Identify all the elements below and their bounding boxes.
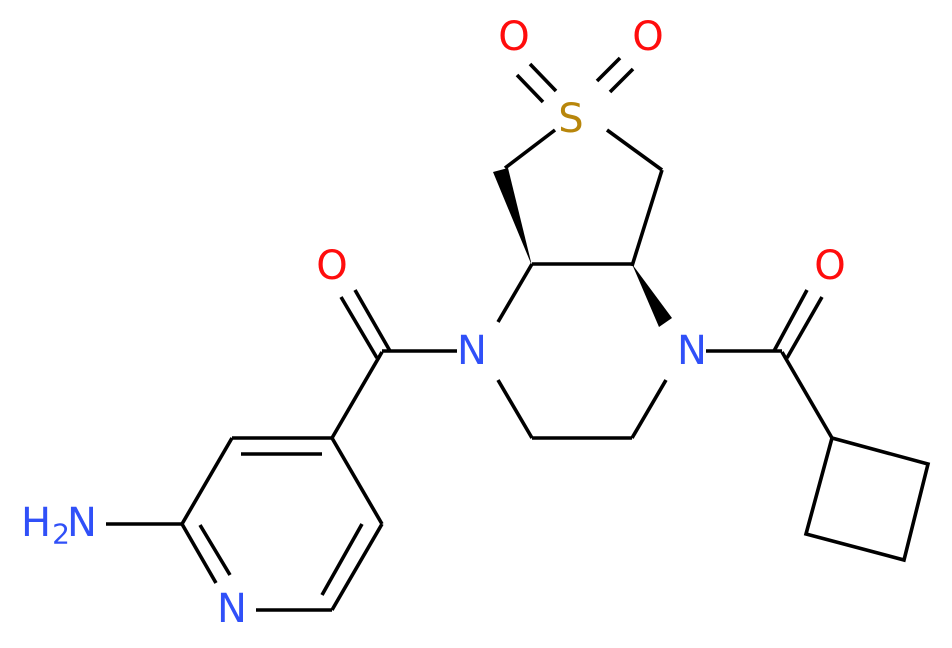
amine-h-label: H <box>21 500 51 546</box>
stereo-wedge-c7a <box>632 264 672 327</box>
bond-py-c5-c4 <box>330 437 384 525</box>
bond-py-c2-n-inner <box>198 524 232 576</box>
sulfonyl-oxygen-right-label: O <box>632 14 663 60</box>
sulfonyl-double-bond-left <box>515 62 558 104</box>
sulfur-atom-label: S <box>558 96 583 142</box>
amine-n-label: N <box>67 500 97 546</box>
bond-carbonyl-cyclobutyl <box>780 351 834 439</box>
bond-py-c6-c5-inner <box>320 523 364 596</box>
sulfonyl-oxygen-left-label: O <box>498 14 529 60</box>
bond-s-ch2-right <box>605 128 664 172</box>
ring-nitrogen-4-label: N <box>677 328 707 374</box>
carbonyl-double-bond-left <box>339 289 392 359</box>
amine-subscript-label: 2 <box>52 518 70 551</box>
bond-ch2-c7a <box>630 169 664 267</box>
amine-group-label: H 2 N <box>21 500 97 551</box>
carbonyl-double-bond-right <box>772 289 824 359</box>
bond-py-c3-c2 <box>180 437 234 525</box>
bond-s-ch2-left <box>503 128 557 170</box>
sulfonyl-double-bond-right <box>595 56 635 94</box>
bond-c4a-n1 <box>496 263 534 323</box>
bond-py-c2-n <box>180 523 218 584</box>
amide-oxygen-right-label: O <box>814 243 845 289</box>
bond-py-c6-c5 <box>330 523 384 611</box>
bond-n1-c2 <box>496 379 534 439</box>
ring-nitrogen-1-label: N <box>457 328 487 374</box>
amide-oxygen-left-label: O <box>316 243 347 289</box>
bond-carbonyl-pyridine <box>330 351 384 439</box>
bond-c3-n4 <box>630 379 668 439</box>
cyclobutane-ring <box>803 435 931 563</box>
pyridine-nitrogen-label: N <box>217 586 247 632</box>
stereo-wedge-c4a <box>493 168 532 266</box>
